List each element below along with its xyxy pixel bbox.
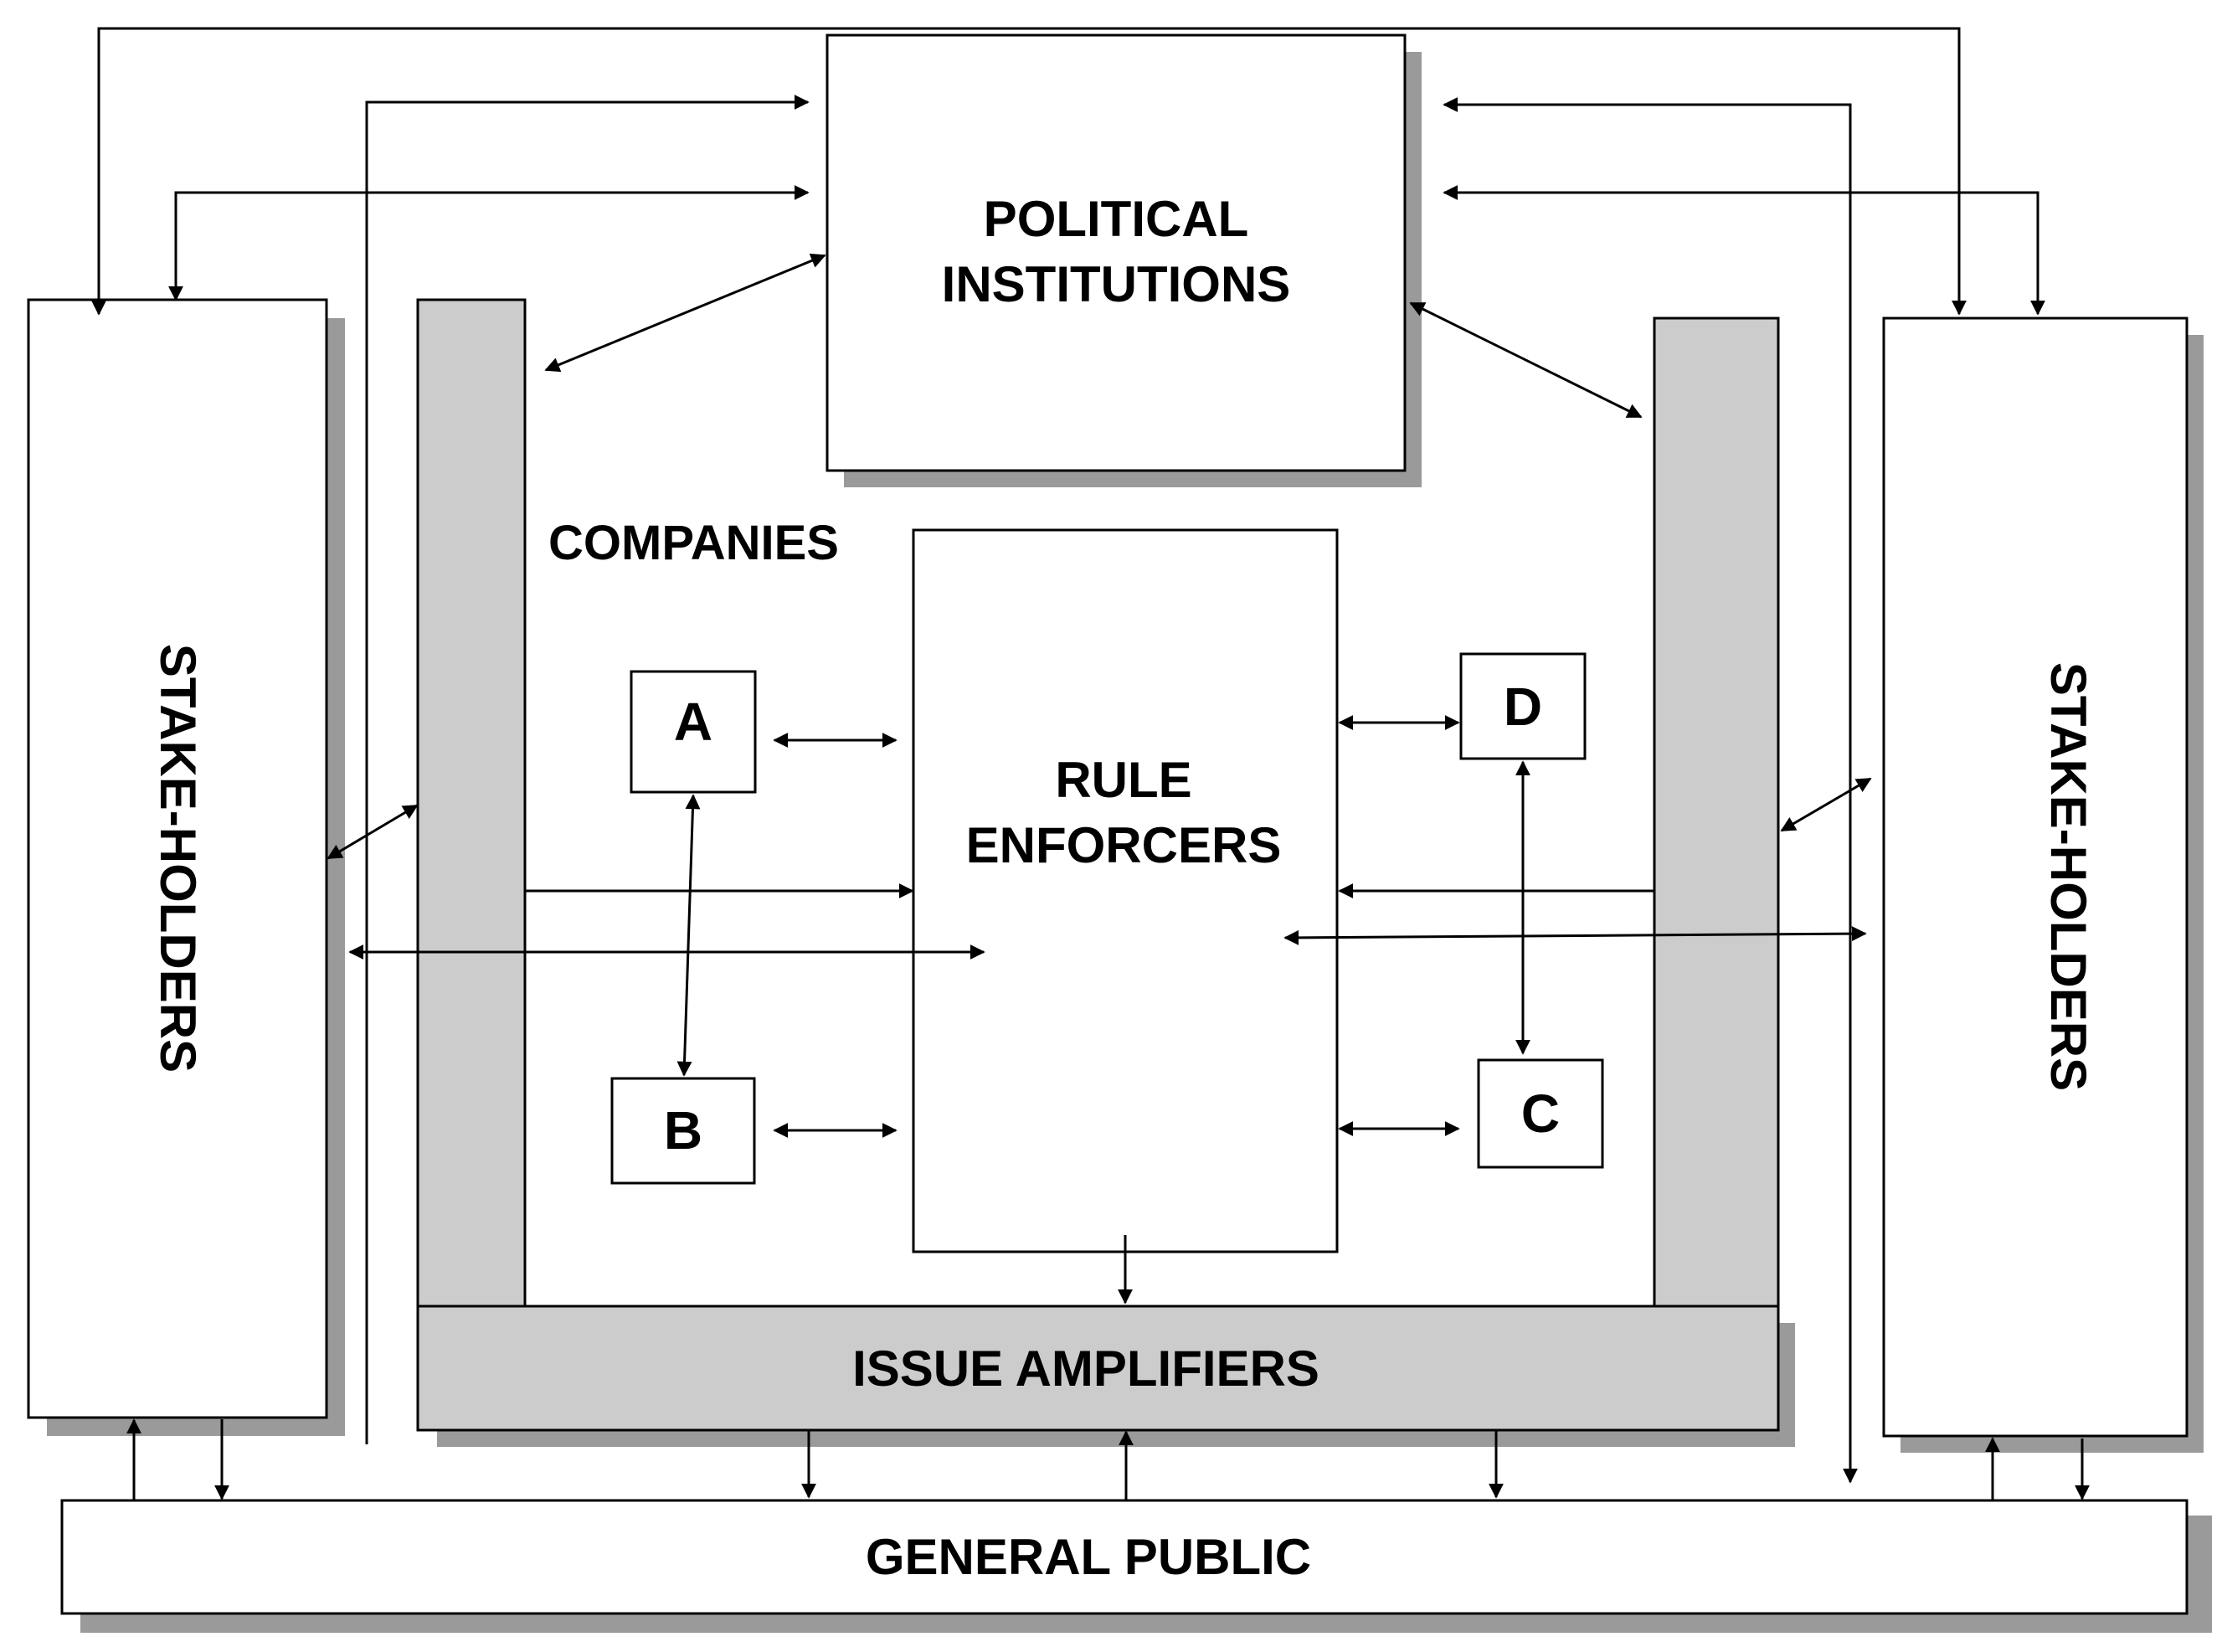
political-left-column-link	[544, 253, 826, 373]
stakeholders-right-box	[1882, 317, 2189, 1438]
companies-left-column	[416, 298, 527, 1308]
political-right-column-link	[1409, 301, 1643, 419]
company-a-label: A	[674, 692, 712, 752]
companies-label: COMPANIES	[548, 516, 839, 570]
right-long-vertical	[1443, 97, 1858, 1484]
stakeholders-right-label: STAKE-HOLDERS	[2040, 662, 2096, 1091]
company-d-label: D	[1504, 677, 1542, 737]
companies-right-column	[1653, 317, 1780, 1308]
rule-enforcers-box	[912, 528, 1339, 1253]
general-public-box	[60, 1499, 2189, 1615]
company-b-label: B	[664, 1100, 702, 1161]
left-long-vertical	[365, 95, 810, 1444]
issue-amplifiers-label: ISSUE AMPLIFIERS	[852, 1341, 1319, 1397]
political-institutions-label-line2: INSTITUTIONS	[942, 256, 1291, 312]
stakeholders-left-box	[27, 298, 328, 1419]
a-b-link	[676, 794, 701, 1077]
rule-enforcers-label-line1: RULE	[1055, 752, 1191, 808]
general-public-label: GENERAL PUBLIC	[866, 1529, 1311, 1585]
left-stake-political-link	[168, 185, 810, 301]
rule-right-stake-link	[1283, 926, 1867, 945]
outer-top-link	[91, 27, 1967, 316]
stakeholders-left-label: STAKE-HOLDERS	[150, 644, 206, 1073]
political-institutions-label-line1: POLITICAL	[984, 191, 1249, 247]
company-a-box	[630, 670, 757, 794]
right-stake-political-link	[1443, 185, 2045, 316]
left-stake-column-link	[327, 804, 419, 860]
political-institutions-box	[826, 33, 1407, 472]
rule-enforcers-label-line2: ENFORCERS	[966, 817, 1282, 873]
connectors	[91, 27, 2090, 1500]
right-column-stake-link	[1780, 777, 1872, 832]
company-b-box	[610, 1077, 756, 1185]
company-c-label: C	[1521, 1083, 1560, 1144]
